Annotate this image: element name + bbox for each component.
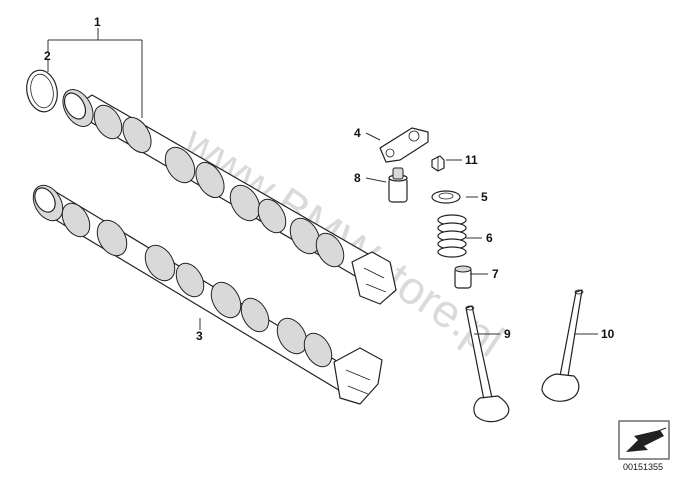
callout-4: 4 [354, 126, 361, 140]
exhaust-valve [541, 289, 584, 402]
hydraulic-valve-lifter [388, 167, 408, 203]
valve-cotter [431, 155, 445, 172]
callout-10: 10 [601, 327, 615, 341]
rocker-arm [379, 127, 429, 163]
valve-stem-seal [454, 265, 472, 289]
camshaft-exhaust [32, 184, 383, 405]
callout-7: 7 [492, 267, 499, 281]
direction-arrow-icon [618, 420, 670, 460]
callout-3: 3 [196, 329, 203, 343]
callout-5: 5 [481, 190, 488, 204]
leader-lines [47, 28, 598, 335]
callouts: 1 2 3 4 5 6 7 8 9 10 11 [44, 15, 615, 343]
callout-8: 8 [354, 171, 361, 185]
sealing-ring [26, 69, 58, 113]
callout-9: 9 [504, 327, 511, 341]
document-number: 00151355 [623, 462, 663, 472]
callout-2: 2 [44, 49, 51, 63]
intake-valve [465, 305, 510, 423]
camshaft-intake [62, 89, 397, 305]
callout-6: 6 [486, 231, 493, 245]
spring-plate [431, 190, 461, 204]
callout-11: 11 [465, 153, 478, 167]
callout-1: 1 [94, 15, 101, 29]
valve-spring [437, 214, 467, 258]
